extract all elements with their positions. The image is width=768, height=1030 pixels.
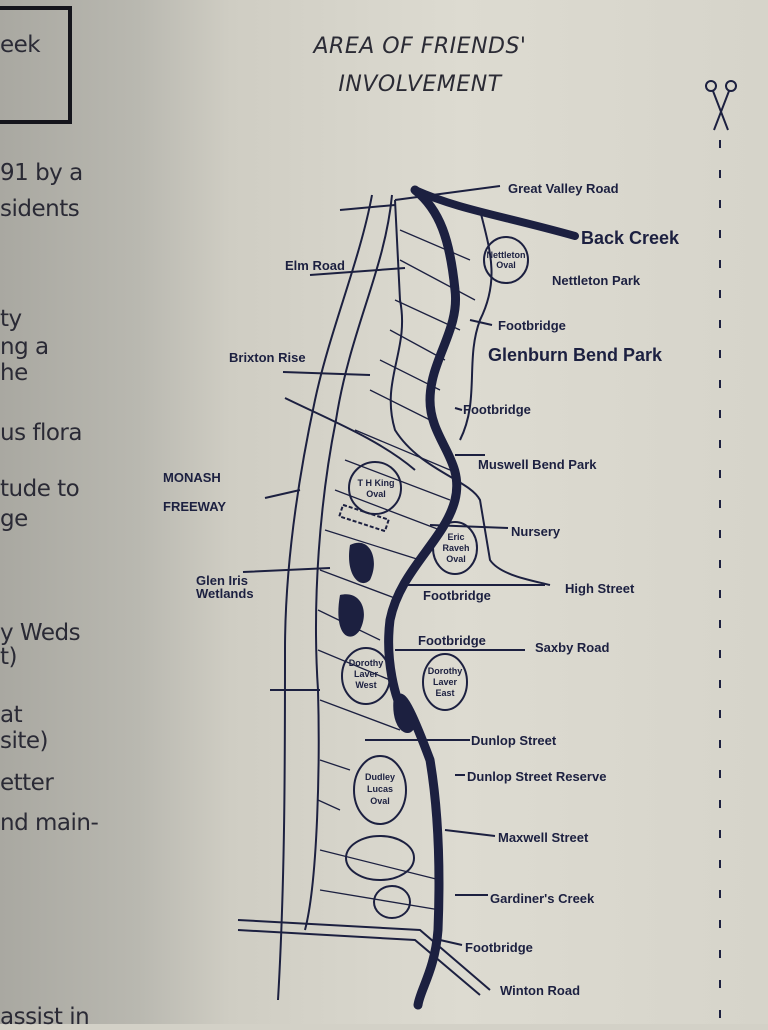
oval-label: West xyxy=(355,680,376,690)
text-line: ty xyxy=(0,306,22,332)
wetland-ponds xyxy=(338,542,374,637)
text-line: tude to xyxy=(0,476,80,502)
text-line: he xyxy=(0,360,28,386)
label-footbridge: Footbridge xyxy=(463,402,531,417)
label-high-street: High Street xyxy=(565,581,635,596)
text-line: us flora xyxy=(0,420,82,446)
text-line: y Weds xyxy=(0,620,81,646)
label-footbridge: Footbridge xyxy=(465,940,533,955)
brixton-rise-road xyxy=(284,397,416,471)
label-footbridge: Footbridge xyxy=(498,318,566,333)
oval-label: Oval xyxy=(496,260,516,270)
label-footbridge: Footbridge xyxy=(423,588,491,603)
box-title: eek xyxy=(0,32,41,58)
back-creek-river xyxy=(411,186,579,240)
pointer-lines xyxy=(242,267,509,946)
label-muswell-bend-park: Muswell Bend Park xyxy=(478,457,597,472)
scissors-icon xyxy=(705,80,737,131)
label-glen-iris-wetlands: Wetlands xyxy=(196,586,254,601)
oval-label: Dorothy xyxy=(349,658,384,668)
label-winton-road: Winton Road xyxy=(500,983,580,998)
label-monash-freeway: FREEWAY xyxy=(163,499,226,514)
label-great-valley-road: Great Valley Road xyxy=(508,181,619,196)
freeway-edge xyxy=(304,194,393,931)
nursery-plot xyxy=(338,503,390,533)
text-line: nd main- xyxy=(0,810,99,836)
label-saxby-road: Saxby Road xyxy=(535,640,609,655)
map-heading-line1: AREA OF FRIENDS' xyxy=(313,34,527,59)
freeway-edge xyxy=(277,194,373,1001)
oval-label: Lucas xyxy=(367,784,393,794)
oval-label: Laver xyxy=(354,669,379,679)
oval-label: Oval xyxy=(366,489,386,499)
text-line: ng a xyxy=(0,334,49,360)
label-glen-iris-wetlands: Glen Iris xyxy=(196,573,248,588)
label-footbridge: Footbridge xyxy=(418,633,486,648)
oval-label: Laver xyxy=(433,677,458,687)
text-line: sidents xyxy=(0,196,80,222)
label-glenburn-bend-park: Glenburn Bend Park xyxy=(488,345,663,365)
label-nettleton-park: Nettleton Park xyxy=(552,273,641,288)
map-heading-line2: INVOLVEMENT xyxy=(338,72,502,97)
title-box: eek xyxy=(0,6,72,124)
oval-label: East xyxy=(435,688,454,698)
oval-label: T H King xyxy=(358,478,395,488)
text-line: at xyxy=(0,702,23,728)
label-nursery: Nursery xyxy=(511,524,561,539)
oval-label: Nettleton xyxy=(487,250,526,260)
oval-label: Dudley xyxy=(365,772,395,782)
gardiners-creek-river xyxy=(384,185,462,1010)
label-maxwell-street: Maxwell Street xyxy=(498,830,589,845)
text-line: 91 by a xyxy=(0,160,83,186)
ovals xyxy=(341,236,529,919)
text-line: etter xyxy=(0,770,54,796)
oval-label: Dorothy xyxy=(428,666,463,676)
label-gardiners-creek: Gardiner's Creek xyxy=(490,891,595,906)
oval-label: Raveh xyxy=(442,543,469,553)
text-line: site) xyxy=(0,728,49,754)
oval-label: Oval xyxy=(446,554,466,564)
label-brixton-rise: Brixton Rise xyxy=(229,350,306,365)
label-monash-freeway: MONASH xyxy=(163,470,221,485)
label-elm-road: Elm Road xyxy=(285,258,345,273)
text-line: ge xyxy=(0,506,28,532)
text-line: t) xyxy=(0,644,18,670)
label-dunlop-street-reserve: Dunlop Street Reserve xyxy=(467,769,606,784)
oval-label: Eric xyxy=(447,532,464,542)
label-dunlop-street: Dunlop Street xyxy=(471,733,557,748)
oval-label: Oval xyxy=(370,796,390,806)
label-back-creek: Back Creek xyxy=(581,228,680,248)
